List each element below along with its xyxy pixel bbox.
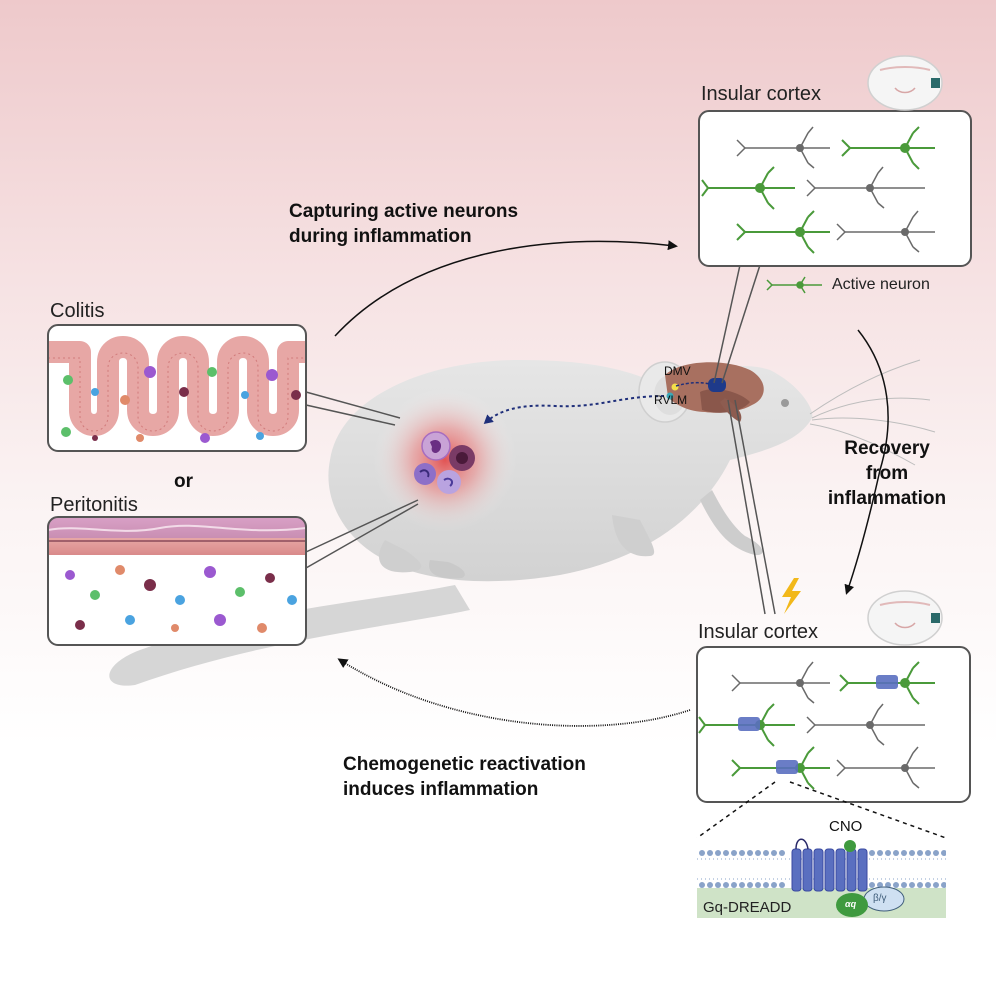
recovery-label-line2: from — [865, 463, 909, 484]
beta-gamma-label: β/γ — [873, 893, 887, 904]
insular-cortex-bottom-title: Insular cortex — [698, 621, 819, 643]
chemo-label-line1: Chemogenetic reactivation — [343, 754, 586, 775]
dreadd-receptor — [791, 848, 868, 892]
reactivation-arrow — [337, 658, 691, 727]
chemo-label-line2: induces inflammation — [343, 779, 539, 800]
insular-cortex-top-title: Insular cortex — [701, 83, 822, 105]
peritonitis-panel — [47, 516, 307, 646]
peritonitis-title: Peritonitis — [50, 494, 138, 516]
zoom-lines — [696, 781, 947, 839]
gq-dreadd-label: Gq-DREADD — [703, 899, 792, 916]
rvlm-label: RVLM — [654, 393, 688, 407]
colitis-title: Colitis — [50, 300, 105, 322]
brain-section-icon — [867, 590, 943, 646]
capture-label-line1: Capturing active neurons — [289, 201, 519, 222]
active-neuron-label: Active neuron — [832, 276, 930, 293]
capture-arrow — [334, 240, 678, 337]
gq-dreadd-membrane — [697, 838, 946, 918]
neuron-grid-top — [701, 126, 935, 254]
recovery-label-line1: Recovery — [844, 438, 930, 459]
neural-pathway-arrow — [483, 395, 665, 424]
cno-label: CNO — [829, 818, 863, 835]
capture-label-line2: during inflammation — [289, 226, 472, 247]
gq-alpha-label: αq — [845, 899, 857, 909]
or-label: or — [174, 471, 193, 492]
recovery-arrow — [844, 329, 889, 595]
colitis-panel — [47, 324, 307, 452]
recovery-label-line3: inflammation — [827, 488, 947, 509]
mouse-brain — [665, 362, 764, 422]
insular-bottom-panel — [696, 646, 971, 803]
brain-section-icon — [867, 55, 943, 111]
inflammation-site — [373, 388, 517, 532]
lightning-bolt-icon — [782, 578, 801, 614]
callout-lines — [305, 264, 776, 615]
insular-top-panel — [698, 110, 972, 267]
neuron-icon — [766, 276, 822, 294]
dmv-label: DMV — [664, 364, 691, 378]
